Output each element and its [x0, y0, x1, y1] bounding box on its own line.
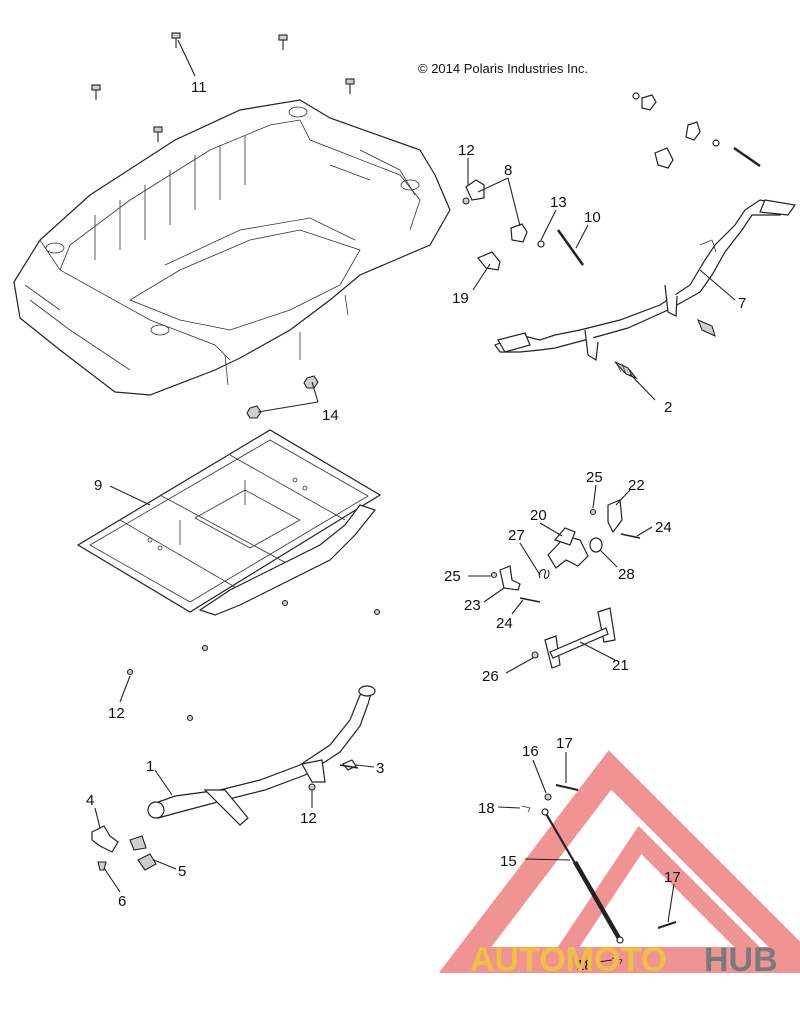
callout-12b: 12 [108, 705, 125, 722]
callout-12: 12 [458, 142, 475, 159]
watermark-logo [438, 750, 800, 973]
callout-13: 13 [550, 194, 567, 211]
callout-21: 21 [612, 657, 629, 674]
callout-2: 2 [664, 399, 672, 416]
leader-lines [94, 39, 736, 963]
callout-27: 27 [508, 527, 525, 544]
callout-18b: 18 [576, 957, 593, 974]
seat-frame [76, 429, 382, 616]
pedal-assembly [462, 92, 797, 380]
callout-1: 1 [146, 758, 154, 775]
callout-7: 7 [738, 295, 746, 312]
watermark-text-a: AUTOMOTO [470, 941, 667, 979]
callout-25: 25 [586, 469, 603, 486]
gas-strut [521, 784, 677, 965]
lower-pedal [91, 685, 376, 871]
callout-16: 16 [522, 743, 539, 760]
callout-12c: 12 [300, 810, 317, 827]
callout-18: 18 [478, 800, 495, 817]
cargo-box [13, 99, 451, 396]
callout-10: 10 [584, 209, 601, 226]
callout-5: 5 [178, 863, 186, 880]
callout-9: 9 [94, 477, 102, 494]
watermark-text-b: HUB [704, 941, 778, 979]
callout-4: 4 [86, 792, 94, 809]
callout-26: 26 [482, 668, 499, 685]
callout-8: 8 [504, 162, 512, 179]
callout-labels: 11 12 8 13 10 19 7 2 14 9 25 22 20 24 27… [86, 79, 746, 974]
callout-20: 20 [530, 507, 547, 524]
watermark-text: AUTOMOTO HUB [470, 941, 778, 979]
callout-22: 22 [628, 477, 645, 494]
callout-28: 28 [618, 566, 635, 583]
callout-14: 14 [322, 407, 339, 424]
fastener-11-group [91, 32, 355, 142]
callout-17: 17 [556, 735, 573, 752]
nut-14-group [246, 375, 319, 419]
callout-25b: 25 [444, 568, 461, 585]
callout-24: 24 [655, 519, 672, 536]
callout-19: 19 [452, 290, 469, 307]
callout-24b: 24 [496, 615, 513, 632]
callout-15: 15 [500, 853, 517, 870]
copyright-text: © 2014 Polaris Industries Inc. [418, 61, 588, 76]
latch-assembly [490, 499, 641, 669]
callout-17b: 17 [664, 869, 681, 886]
callout-3: 3 [376, 760, 384, 777]
callout-23: 23 [464, 597, 481, 614]
small-fasteners [126, 599, 381, 722]
callout-6: 6 [118, 893, 126, 910]
callout-11: 11 [191, 79, 207, 96]
